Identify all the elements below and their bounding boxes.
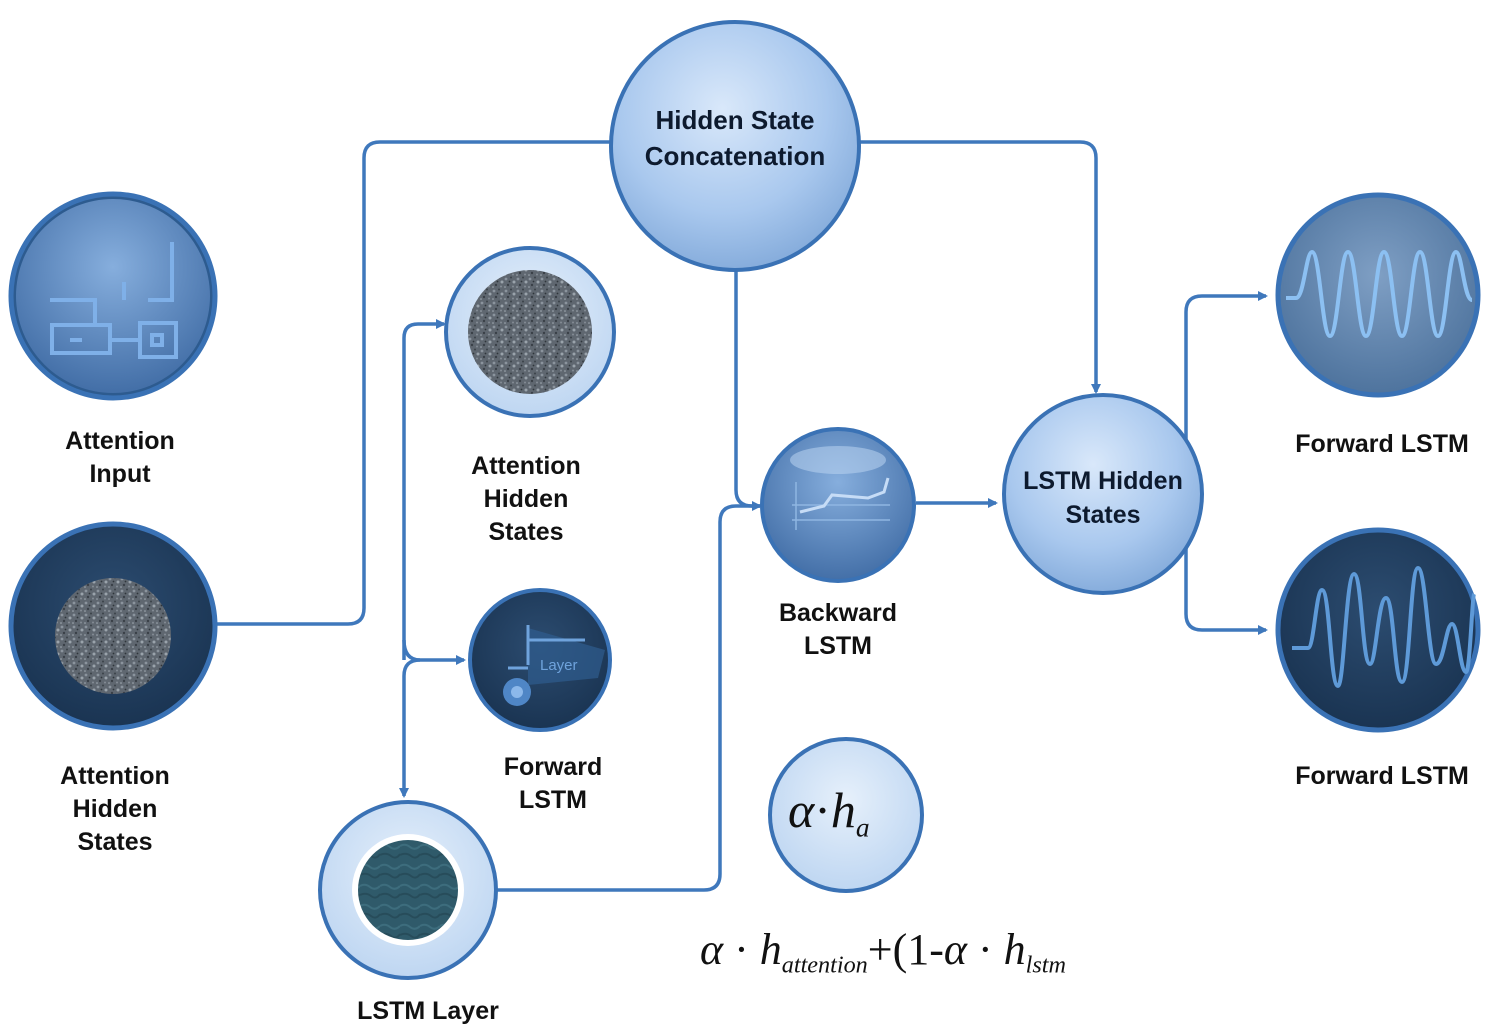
wave-icon-bottom xyxy=(1292,565,1476,689)
connector-concat-to-backward xyxy=(734,268,762,511)
backward-lstm-node xyxy=(760,427,916,583)
plus-one-minus: +(1- xyxy=(867,925,944,974)
forward-lstm-top-right-node xyxy=(1275,192,1481,398)
connector-concat-to-lstm-hidden xyxy=(858,140,1101,394)
connector-mid-to-attention-hidden xyxy=(402,319,446,660)
attention-hidden-states-left-label: Attention Hidden States xyxy=(60,762,170,856)
forward-lstm-bottom-right-node xyxy=(1275,527,1481,733)
alpha-symbol-1: α xyxy=(700,925,724,974)
combination-formula: α · hattention+(1-α · hlstm xyxy=(700,922,1066,993)
attention-hidden-states-mid-label: Attention Hidden States xyxy=(471,452,581,546)
connector-mid-to-forward xyxy=(402,639,466,665)
alpha-symbol-2: α xyxy=(943,925,967,974)
subscript-lstm: lstm xyxy=(1025,951,1066,979)
attention-input-node xyxy=(8,191,218,401)
alpha-ha-formula: α·ha xyxy=(788,780,870,858)
backward-lstm-label: Backward LSTM xyxy=(778,599,898,660)
connectors xyxy=(214,140,1268,892)
alpha-ha-node xyxy=(768,737,924,893)
lstm-hidden-states-title: LSTM Hidden States xyxy=(1023,467,1183,529)
connector-ahs-to-concat xyxy=(214,140,612,626)
connector-lstm-hidden-to-top-wave xyxy=(1184,291,1268,440)
wave-icon-top xyxy=(1286,249,1474,339)
lstm-layer-node xyxy=(318,800,498,980)
attention-hidden-states-left-node xyxy=(8,521,218,731)
h-symbol-2: h xyxy=(1003,925,1026,974)
attention-hidden-states-mid-node xyxy=(444,246,616,418)
lstm-hidden-states-node xyxy=(1002,393,1204,595)
layer-icon: Layer xyxy=(503,625,605,706)
subscript-a: a xyxy=(855,811,870,843)
alpha-symbol: α xyxy=(788,782,815,838)
circuit-icon xyxy=(50,242,178,359)
forward-lstm-mid-label: Forward LSTM xyxy=(503,753,603,814)
subscript-attention: attention xyxy=(781,951,868,979)
hidden-state-concatenation-node xyxy=(609,20,861,272)
h-symbol-1: h xyxy=(759,925,782,974)
dot-symbol-1: · xyxy=(723,925,760,974)
connector-mid-to-lstm-layer xyxy=(399,658,421,798)
line-chart-icon xyxy=(792,477,890,530)
hidden-state-concatenation-title: Hidden State Concatenation xyxy=(644,105,826,171)
attention-input-label: Attention Input xyxy=(65,427,175,488)
forward-lstm-top-right-label: Forward LSTM xyxy=(1295,430,1469,458)
connector-lstm-hidden-to-bottom-wave xyxy=(1184,540,1268,635)
dot-symbol: · xyxy=(814,782,831,838)
connector-lstm-layer-to-backward xyxy=(494,504,760,892)
forward-lstm-bottom-right-label: Forward LSTM xyxy=(1295,762,1469,790)
forward-lstm-mid-node: Layer xyxy=(468,588,612,732)
lstm-layer-label: LSTM Layer xyxy=(357,997,499,1025)
h-symbol: h xyxy=(830,782,856,838)
layer-icon-text: Layer xyxy=(540,657,578,674)
dot-symbol-2: · xyxy=(967,925,1004,974)
